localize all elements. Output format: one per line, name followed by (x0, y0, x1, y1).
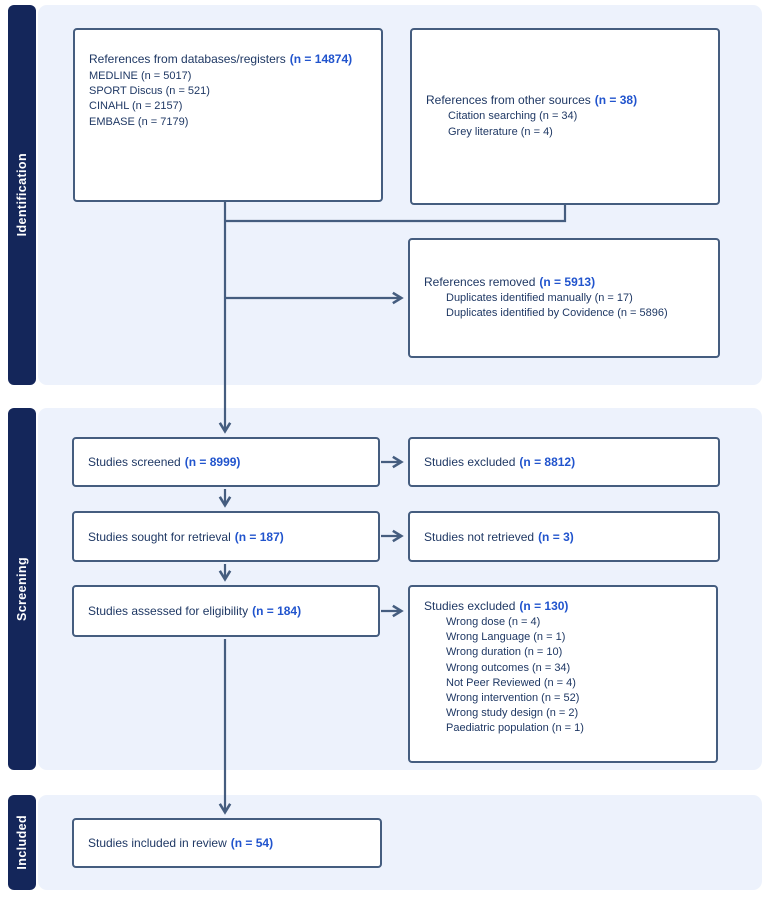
sub-item: Wrong duration (n = 10) (446, 646, 563, 659)
sub-item: Wrong intervention (n = 52) (446, 692, 580, 705)
box-title-text: References removed (424, 274, 536, 289)
box-title: Studies assessed for eligibility(n = 184… (88, 604, 301, 618)
other-sources-list: Citation searching (n = 34) Grey literatu… (426, 109, 708, 139)
sub-item: Duplicates identified by Covidence (n = … (446, 307, 668, 319)
sub-item: Grey literature (n = 4) (448, 125, 553, 138)
box-title: References from databases/registers(n = … (89, 52, 371, 66)
box-title: Studies screened(n = 8999) (88, 455, 240, 469)
box-count: (n = 3) (538, 529, 574, 544)
box-title: References from other sources(n = 38) (426, 93, 708, 107)
box-title-text: Studies sought for retrieval (88, 529, 231, 544)
box-title-text: References from other sources (426, 93, 591, 108)
sub-item: SPORT Discus (n = 521) (89, 85, 210, 98)
box-title-text: Studies assessed for eligibility (88, 604, 249, 618)
sub-item: Wrong dose (n = 4) (446, 616, 541, 628)
sub-item: Not Peer Reviewed (n = 4) (446, 676, 576, 689)
box-title-text: Studies not retrieved (424, 529, 535, 544)
box-studies-screened: Studies screened(n = 8999) (72, 437, 380, 487)
box-title-text: Studies screened (88, 455, 181, 469)
box-title: Studies included in review(n = 54) (88, 836, 273, 850)
sub-item: Wrong Language (n = 1) (446, 631, 566, 644)
section-label-screening: Screening (15, 556, 29, 622)
sub-item: Paediatric population (n = 1) (446, 722, 584, 735)
box-count: (n = 184) (252, 604, 302, 618)
section-tab-screening: Screening (8, 408, 36, 770)
box-title-text: Studies excluded (424, 599, 516, 613)
box-studies-not-retrieved: Studies not retrieved(n = 3) (408, 511, 720, 562)
box-count: (n = 38) (594, 93, 638, 108)
box-title-text: Studies included in review (88, 836, 227, 850)
box-count: (n = 14874) (289, 52, 353, 66)
sub-item: Citation searching (n = 34) (448, 110, 578, 123)
box-studies-sought-retrieval: Studies sought for retrieval(n = 187) (72, 511, 380, 562)
sub-item: Duplicates identified manually (n = 17) (446, 291, 633, 304)
sub-item: Wrong study design (n = 2) (446, 707, 579, 720)
sub-item: MEDLINE (n = 5017) (89, 70, 192, 82)
box-count: (n = 8812) (519, 455, 576, 469)
box-title-text: Studies excluded (424, 455, 516, 469)
box-references-removed: References removed(n = 5913) Duplicates … (408, 238, 720, 358)
removed-reasons-list: Duplicates identified manually (n = 17) D… (424, 291, 708, 321)
box-studies-excluded-eligibility: Studies excluded(n = 130) Wrong dose (n … (408, 585, 718, 763)
section-label-included: Included (15, 815, 29, 870)
section-tab-included: Included (8, 795, 36, 890)
box-title: Studies sought for retrieval(n = 187) (88, 530, 284, 544)
box-count: (n = 187) (234, 529, 284, 544)
box-title: Studies not retrieved(n = 3) (424, 530, 574, 544)
box-title: Studies excluded(n = 130) (424, 599, 706, 613)
box-count: (n = 130) (519, 599, 569, 613)
sub-item: Wrong outcomes (n = 34) (446, 661, 571, 674)
box-title: Studies excluded(n = 8812) (424, 455, 575, 469)
box-title-text: References from databases/registers (89, 52, 286, 66)
sub-item: EMBASE (n = 7179) (89, 115, 189, 128)
exclusion-reasons-list: Wrong dose (n = 4) Wrong Language (n = 1)… (424, 615, 706, 737)
box-references-databases: References from databases/registers(n = … (73, 28, 383, 202)
box-count: (n = 54) (230, 836, 274, 850)
section-tab-identification: Identification (8, 5, 36, 385)
box-count: (n = 8999) (184, 455, 241, 469)
box-count: (n = 5913) (539, 274, 596, 289)
box-references-other-sources: References from other sources(n = 38) Ci… (410, 28, 720, 205)
section-label-identification: Identification (15, 153, 29, 237)
box-title: References removed(n = 5913) (424, 275, 708, 289)
box-studies-excluded-screening: Studies excluded(n = 8812) (408, 437, 720, 487)
box-studies-assessed-eligibility: Studies assessed for eligibility(n = 184… (72, 585, 380, 637)
database-list: MEDLINE (n = 5017) SPORT Discus (n = 521)… (89, 69, 371, 130)
box-studies-included-review: Studies included in review(n = 54) (72, 818, 382, 868)
sub-item: CINAHL (n = 2157) (89, 100, 183, 113)
